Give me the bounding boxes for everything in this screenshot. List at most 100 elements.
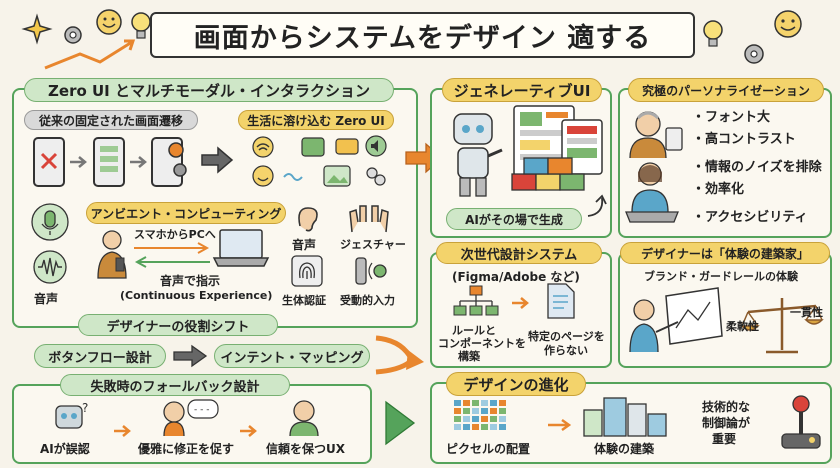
pixel-square bbox=[454, 424, 461, 430]
pixel-square bbox=[454, 416, 461, 422]
conventional-label-text: 従来の固定された画面遷移 bbox=[38, 113, 183, 128]
pixel-square bbox=[499, 424, 506, 430]
pixel-square bbox=[481, 408, 488, 414]
zero-ui-heading: Zero UI とマルチモーダル・インタラクション bbox=[24, 78, 394, 102]
consistency-label: 一貫性 bbox=[790, 306, 823, 319]
wifi-icon bbox=[252, 136, 274, 158]
smiley-icon bbox=[774, 10, 802, 38]
pixel-square bbox=[463, 400, 470, 406]
pixel-square bbox=[481, 424, 488, 430]
pixel-square bbox=[490, 416, 497, 422]
pixel-square bbox=[481, 400, 488, 406]
control-line-2: 制御論が bbox=[702, 416, 751, 430]
input-passive-label: 受動的入力 bbox=[340, 294, 395, 307]
merge-arrow-icon bbox=[375, 335, 424, 375]
ambient-computing-label-text: アンビエント・コンピューティング bbox=[90, 206, 282, 221]
continuous-experience-label: (Continuous Experience) bbox=[120, 289, 273, 302]
ambient-computing-label: アンビエント・コンピューティング bbox=[86, 202, 286, 224]
personal-item-3: ・情報のノイズを排除 bbox=[692, 160, 822, 175]
flexibility-label: 柔軟性 bbox=[726, 320, 759, 333]
pixel-square bbox=[472, 400, 479, 406]
fallback-step-2: 優雅に修正を促す bbox=[138, 442, 235, 456]
voice-wave-icon bbox=[33, 250, 67, 284]
architect-heading: デザイナーは「体験の建築家」 bbox=[620, 242, 830, 264]
image-icon bbox=[323, 165, 351, 187]
design-system-sub: (Figma/Adobe など) bbox=[452, 270, 580, 284]
voice-instruction-label: 音声で指示 bbox=[160, 274, 221, 288]
evolution-heading-text: デザインの進化 bbox=[463, 375, 569, 394]
control-line-1: 技術的な bbox=[702, 400, 751, 414]
arrow-right-icon bbox=[70, 156, 87, 168]
big-arrow-icon bbox=[201, 146, 234, 174]
phone-to-pc-label: スマホからPCへ bbox=[134, 228, 216, 241]
button-flow-design-text: ボタンフロー設計 bbox=[48, 350, 152, 366]
button-flow-design: ボタンフロー設計 bbox=[34, 344, 166, 368]
rules-line-3: 構築 bbox=[458, 350, 480, 363]
pixel-square bbox=[463, 424, 470, 430]
buildings-icon bbox=[583, 397, 667, 437]
pixel-square bbox=[490, 400, 497, 406]
microphone-icon bbox=[31, 203, 69, 241]
lightbulb-icon bbox=[703, 20, 723, 47]
rules-line-2: コンポーネントを bbox=[438, 337, 526, 350]
arrow-right-icon bbox=[512, 297, 529, 309]
phone-screens-icon bbox=[93, 137, 125, 187]
pixel-square bbox=[499, 400, 506, 406]
intent-mapping-text: インテント・マッピング bbox=[220, 350, 364, 366]
conventional-label: 従来の固定された画面遷移 bbox=[24, 110, 198, 130]
woman-laptop-icon bbox=[625, 162, 679, 223]
pixel-square bbox=[472, 416, 479, 422]
pixel-square bbox=[454, 408, 461, 414]
joystick-icon bbox=[781, 395, 821, 449]
play-arrow-icon bbox=[385, 400, 416, 446]
person-thumbs-up-icon bbox=[289, 400, 319, 437]
personalization-heading-text: 究極のパーソナライゼーション bbox=[642, 83, 810, 98]
pages-line-2: 作らない bbox=[544, 344, 588, 357]
fallback-step-1: AIが誤認 bbox=[40, 442, 90, 456]
gear-icon bbox=[744, 44, 764, 64]
voice-label: 音声 bbox=[34, 292, 59, 306]
flow-arrow-right-icon bbox=[134, 242, 210, 254]
device-icon bbox=[301, 137, 325, 157]
shift-arrow-icon bbox=[173, 344, 208, 368]
pixel-square bbox=[472, 424, 479, 430]
rising-arrow-icon bbox=[44, 39, 136, 70]
personalization-heading: 究極のパーソナライゼーション bbox=[628, 78, 824, 102]
role-shift-heading-text: デザイナーの役割シフト bbox=[106, 319, 250, 335]
pixel-square bbox=[499, 416, 506, 422]
phone-gears-icon bbox=[151, 137, 187, 187]
smiley-icon bbox=[96, 9, 122, 35]
personal-item-1: ・フォント大 bbox=[692, 110, 771, 125]
arrow-right-icon bbox=[548, 418, 572, 432]
pixel-square bbox=[481, 416, 488, 422]
pixel-square bbox=[490, 424, 497, 430]
step-arrow-icon bbox=[114, 425, 131, 437]
phone-error-icon bbox=[33, 137, 65, 187]
message-icon bbox=[335, 138, 359, 155]
title-banner: 画面からシステムをデザイン 適する bbox=[150, 12, 695, 58]
step-arrow-icon bbox=[240, 425, 257, 437]
role-shift-heading: デザイナーの役割シフト bbox=[78, 314, 278, 336]
pixel-square bbox=[472, 408, 479, 414]
input-biometric-label: 生体認証 bbox=[282, 294, 326, 307]
wave-icon bbox=[283, 173, 303, 181]
architect-sub: ブランド・ガードレールの体験 bbox=[644, 270, 798, 283]
pages-line-1: 特定のページを bbox=[528, 330, 605, 343]
input-gesture-label: ジェスチャー bbox=[340, 238, 406, 251]
elderly-person-icon bbox=[629, 111, 683, 159]
robot-icon bbox=[453, 113, 503, 197]
control-line-3: 重要 bbox=[712, 432, 737, 446]
design-system-heading: 次世代設計システム bbox=[436, 242, 602, 264]
ear-icon bbox=[298, 207, 318, 232]
page-title: 画面からシステムをデザイン 適する bbox=[193, 22, 652, 54]
pixel-square bbox=[463, 416, 470, 422]
design-system-heading-text: 次世代設計システム bbox=[460, 247, 578, 263]
gear-icon bbox=[64, 26, 82, 44]
pixel-placement-label: ピクセルの配置 bbox=[446, 442, 531, 456]
fallback-heading: 失敗時のフォールバック設計 bbox=[60, 374, 290, 396]
svg-text:?: ? bbox=[82, 401, 88, 415]
fingerprint-icon bbox=[291, 255, 323, 287]
flow-arrow-left-icon bbox=[134, 256, 210, 268]
generated-on-spot-text: AIがその場で生成 bbox=[465, 212, 563, 227]
hands-gesture-icon bbox=[349, 205, 389, 233]
